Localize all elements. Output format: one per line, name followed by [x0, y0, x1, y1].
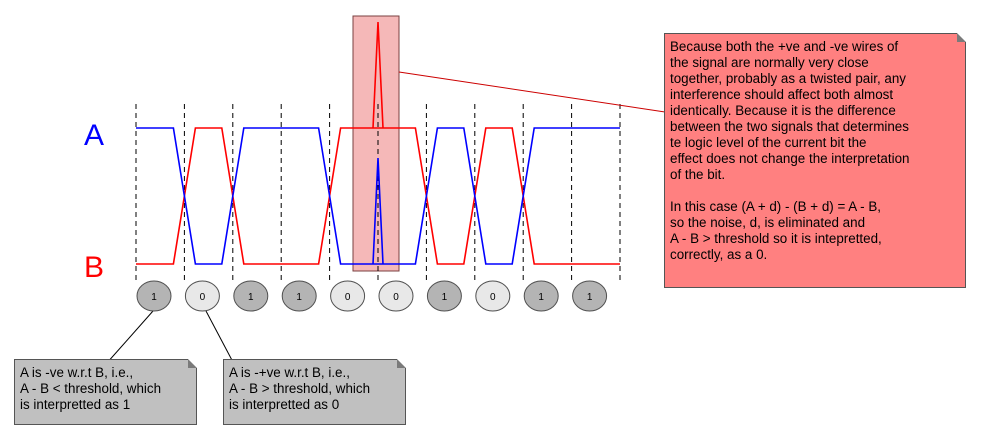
note-fold-corner — [188, 359, 197, 368]
bit-oval — [233, 280, 269, 312]
bit-oval — [330, 280, 366, 312]
logic-one-note: A is -ve w.r.t B, i.e., A - B < threshol… — [14, 359, 197, 425]
bit-values: 1 0 1 1 0 0 1 0 1 1 — [136, 280, 608, 312]
bit-label: 1 — [587, 292, 593, 303]
bit-oval — [281, 280, 317, 312]
signal-a-label: A — [84, 119, 104, 152]
bit-label: 1 — [151, 292, 157, 303]
bit-label: 0 — [393, 292, 399, 303]
bit-label: 0 — [490, 292, 496, 303]
bit-oval — [426, 280, 462, 312]
bit-value-6: 1 — [426, 280, 462, 312]
noise-explanation-note: Because both the +ve and -ve wires of th… — [664, 33, 966, 288]
bit-label: 1 — [442, 292, 448, 303]
bit-oval — [572, 280, 608, 312]
bit-oval — [523, 280, 559, 312]
bit-oval — [136, 280, 172, 312]
bit-value-2: 1 — [233, 280, 269, 312]
bit-oval — [184, 280, 220, 312]
noise-explanation-paragraph-1: Because both the +ve and -ve wires of th… — [670, 39, 910, 182]
bit-value-8: 1 — [523, 280, 559, 312]
bit-value-9: 1 — [572, 280, 608, 312]
callout-line-main — [398, 71, 666, 113]
bit-oval — [378, 280, 414, 312]
logic-one-text: A is -ve w.r.t B, i.e., A - B < threshol… — [20, 365, 162, 412]
bit-value-4: 0 — [330, 280, 366, 312]
bit-value-7: 0 — [475, 280, 511, 312]
callout-line-zero — [205, 310, 235, 365]
callout-line-one — [105, 310, 154, 365]
note-fold-corner — [957, 33, 966, 42]
noise-explanation-paragraph-2: In this case (A + d) - (B + d) = A - B, … — [670, 199, 882, 262]
bit-label: 1 — [248, 292, 254, 303]
bit-value-1: 0 — [184, 280, 220, 312]
note-fold-corner — [397, 359, 406, 368]
signal-a-waveform — [136, 127, 620, 265]
bit-label: 1 — [296, 292, 302, 303]
signal-b-label: B — [84, 251, 104, 284]
signal-b-waveform — [136, 21, 620, 265]
bit-label: 0 — [200, 292, 206, 303]
bit-value-3: 1 — [281, 280, 317, 312]
bit-label: 0 — [345, 292, 351, 303]
bit-label: 1 — [538, 292, 544, 303]
bit-value-5: 0 — [378, 280, 414, 312]
bit-dividers — [135, 104, 621, 280]
logic-zero-text: A is -+ve w.r.t B, i.e., A - B > thresho… — [229, 365, 371, 412]
bit-oval — [475, 280, 511, 312]
logic-zero-note: A is -+ve w.r.t B, i.e., A - B > thresho… — [223, 359, 406, 425]
bit-value-0: 1 — [136, 280, 172, 312]
